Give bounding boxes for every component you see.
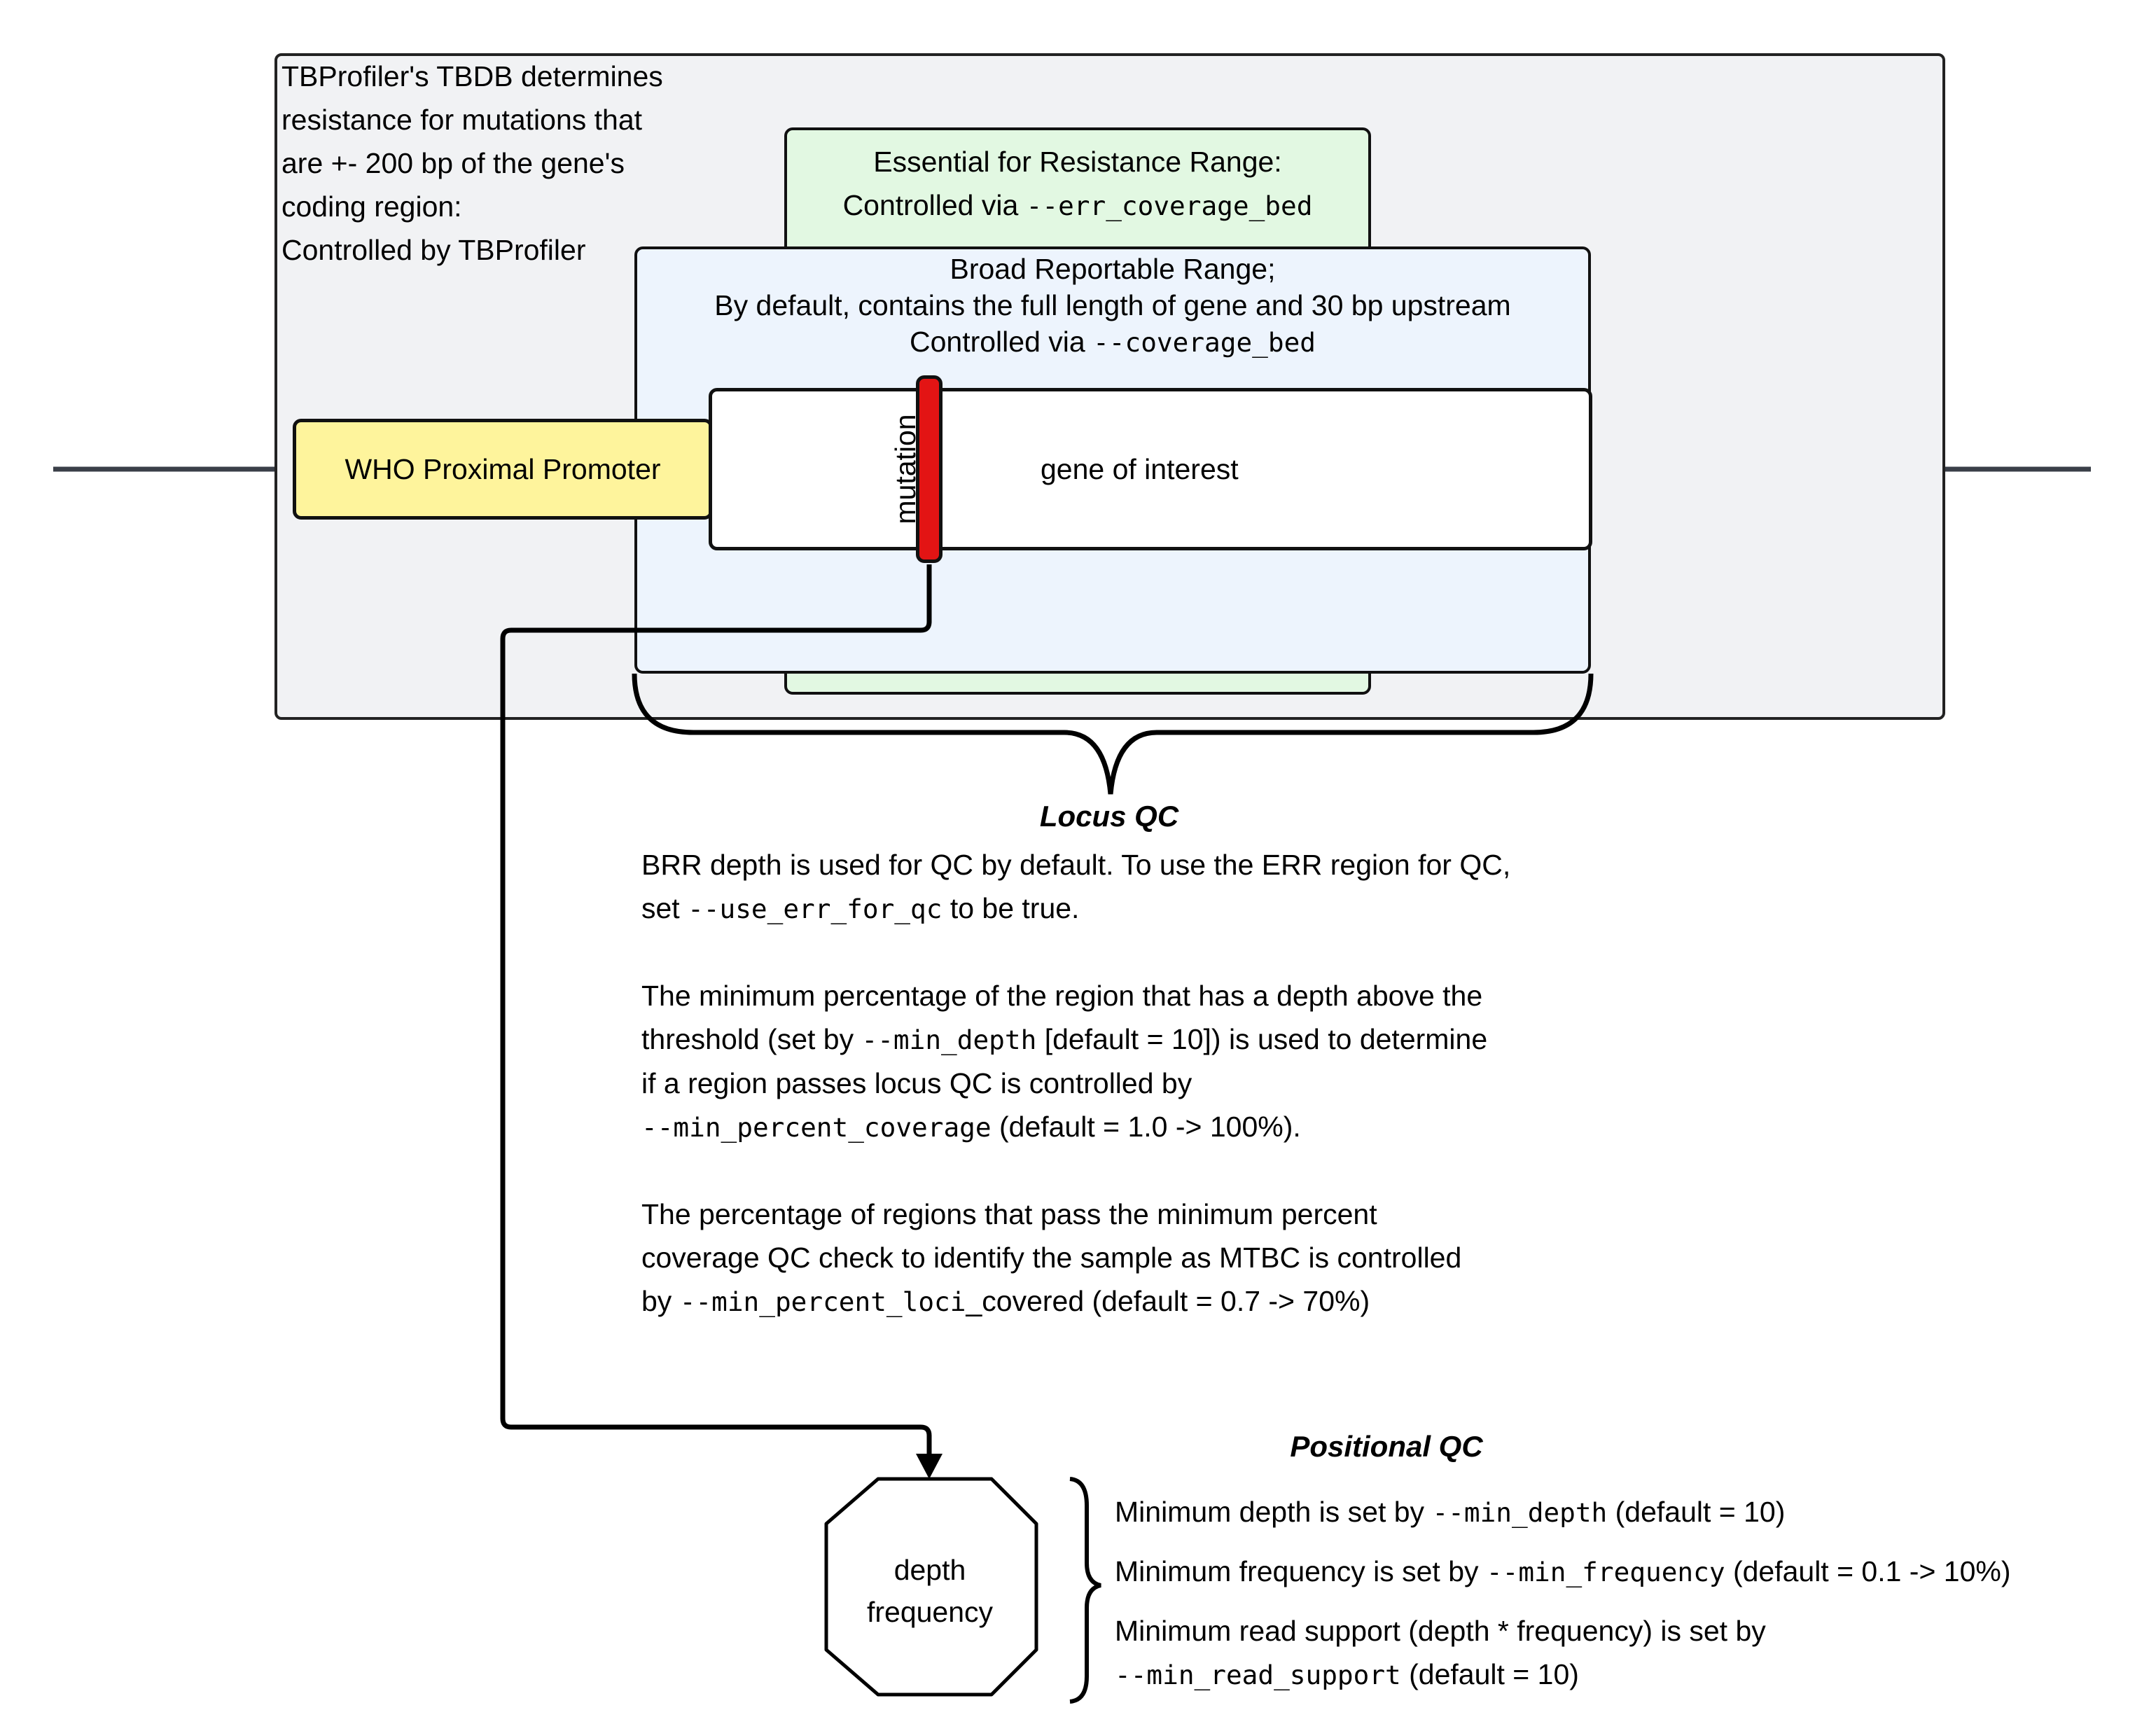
text-line: BRR depth is used for QC by default. To … <box>641 849 1511 881</box>
locus-qc-paragraph-2: The minimum percentage of the region tha… <box>641 974 1622 1149</box>
node-line-depth: depth <box>893 1554 966 1586</box>
gene-label: gene of interest <box>1041 453 1239 485</box>
positional-qc-item: Minimum read support (depth * frequency)… <box>1115 1609 2151 1697</box>
tbdb-note-line: Controlled by TBProfiler <box>281 234 586 266</box>
tbdb-range-note: TBProfiler's TBDB determines resistance … <box>281 55 730 272</box>
err-range-title: Essential for Resistance Range: <box>873 146 1282 178</box>
text-span: (default = 1.0 -> 100%). <box>991 1111 1301 1143</box>
who-proximal-promoter-box: WHO Proximal Promoter <box>293 419 713 520</box>
text-span: (default = 0.1 -> 10%) <box>1725 1555 2011 1587</box>
positional-qc-item: Minimum depth is set by --min_depth (def… <box>1115 1490 2151 1534</box>
brr-range-title: Broad Reportable Range; <box>950 253 1276 285</box>
text-span: (default = 10) <box>1607 1496 1786 1528</box>
text-span: Minimum read support (depth * frequency)… <box>1115 1615 1766 1647</box>
min-depth-flag: --min_depth <box>861 1024 1037 1055</box>
positional-qc-list: Minimum depth is set by --min_depth (def… <box>1115 1490 2151 1712</box>
text-span: (default = 0.7 -> 70%) <box>1084 1285 1370 1317</box>
brr-range-control: Controlled via --coverage_bed <box>634 324 1591 361</box>
promoter-label: WHO Proximal Promoter <box>345 452 661 485</box>
tbdb-note-line: TBProfiler's TBDB determines <box>281 60 663 92</box>
text-span: set <box>641 892 688 924</box>
positional-qc-title: Positional QC <box>1290 1430 1483 1463</box>
text-span: threshold (set by <box>641 1023 862 1055</box>
min-depth-flag: --min_depth <box>1432 1497 1608 1528</box>
locus-qc-paragraph-1: BRR depth is used for QC by default. To … <box>641 843 1622 931</box>
text-line: if a region passes locus QC is controlle… <box>641 1067 1192 1099</box>
tbdb-note-line: coding region: <box>281 190 462 223</box>
positional-qc-node-label: depth frequency <box>825 1549 1035 1633</box>
brr-range-label: Broad Reportable Range; By default, cont… <box>634 251 1591 361</box>
text-span: [default = 10]) is used to determine <box>1036 1023 1488 1055</box>
brr-range-description: By default, contains the full length of … <box>714 289 1511 321</box>
text-span: _covered <box>966 1285 1085 1317</box>
mutation-marker <box>916 375 943 563</box>
brr-control-prefix: Controlled via <box>910 326 1094 358</box>
min-percent-loci-covered-flag: --min_percent_loci <box>679 1286 966 1317</box>
text-span: Minimum frequency is set by <box>1115 1555 1487 1587</box>
text-span: Minimum depth is set by <box>1115 1496 1433 1528</box>
coverage-bed-flag: --coverage_bed <box>1093 327 1316 358</box>
tbdb-note-line: are +- 200 bp of the gene's <box>281 147 625 179</box>
node-line-frequency: frequency <box>866 1596 994 1628</box>
text-span: to be true. <box>942 892 1080 924</box>
locus-qc-title: Locus QC <box>1039 800 1179 833</box>
min-read-support-flag: --min_read_support <box>1115 1660 1401 1690</box>
tbdb-note-line: resistance for mutations that <box>281 104 643 136</box>
text-line: The minimum percentage of the region tha… <box>641 980 1483 1012</box>
err-range-control: Controlled via --err_coverage_bed <box>784 183 1371 228</box>
text-line: coverage QC check to identify the sample… <box>641 1242 1462 1274</box>
locus-qc-paragraph-3: The percentage of regions that pass the … <box>641 1193 1622 1323</box>
text-span: by <box>641 1285 680 1317</box>
positional-qc-brace <box>1069 1477 1101 1704</box>
use-err-for-qc-flag: --use_err_for_qc <box>688 894 943 924</box>
text-line: The percentage of regions that pass the … <box>641 1198 1377 1230</box>
locus-qc-description: BRR depth is used for QC by default. To … <box>641 843 1622 1367</box>
positional-qc-item: Minimum frequency is set by --min_freque… <box>1115 1550 2151 1594</box>
min-percent-coverage-flag: --min_percent_coverage <box>641 1112 992 1143</box>
err-range-label: Essential for Resistance Range: Controll… <box>784 140 1371 228</box>
arrowhead-icon <box>916 1454 943 1479</box>
err-control-prefix: Controlled via <box>842 189 1027 221</box>
text-span: (default = 10) <box>1400 1658 1579 1690</box>
min-frequency-flag: --min_frequency <box>1486 1557 1725 1587</box>
err-coverage-bed-flag: --err_coverage_bed <box>1026 190 1313 221</box>
